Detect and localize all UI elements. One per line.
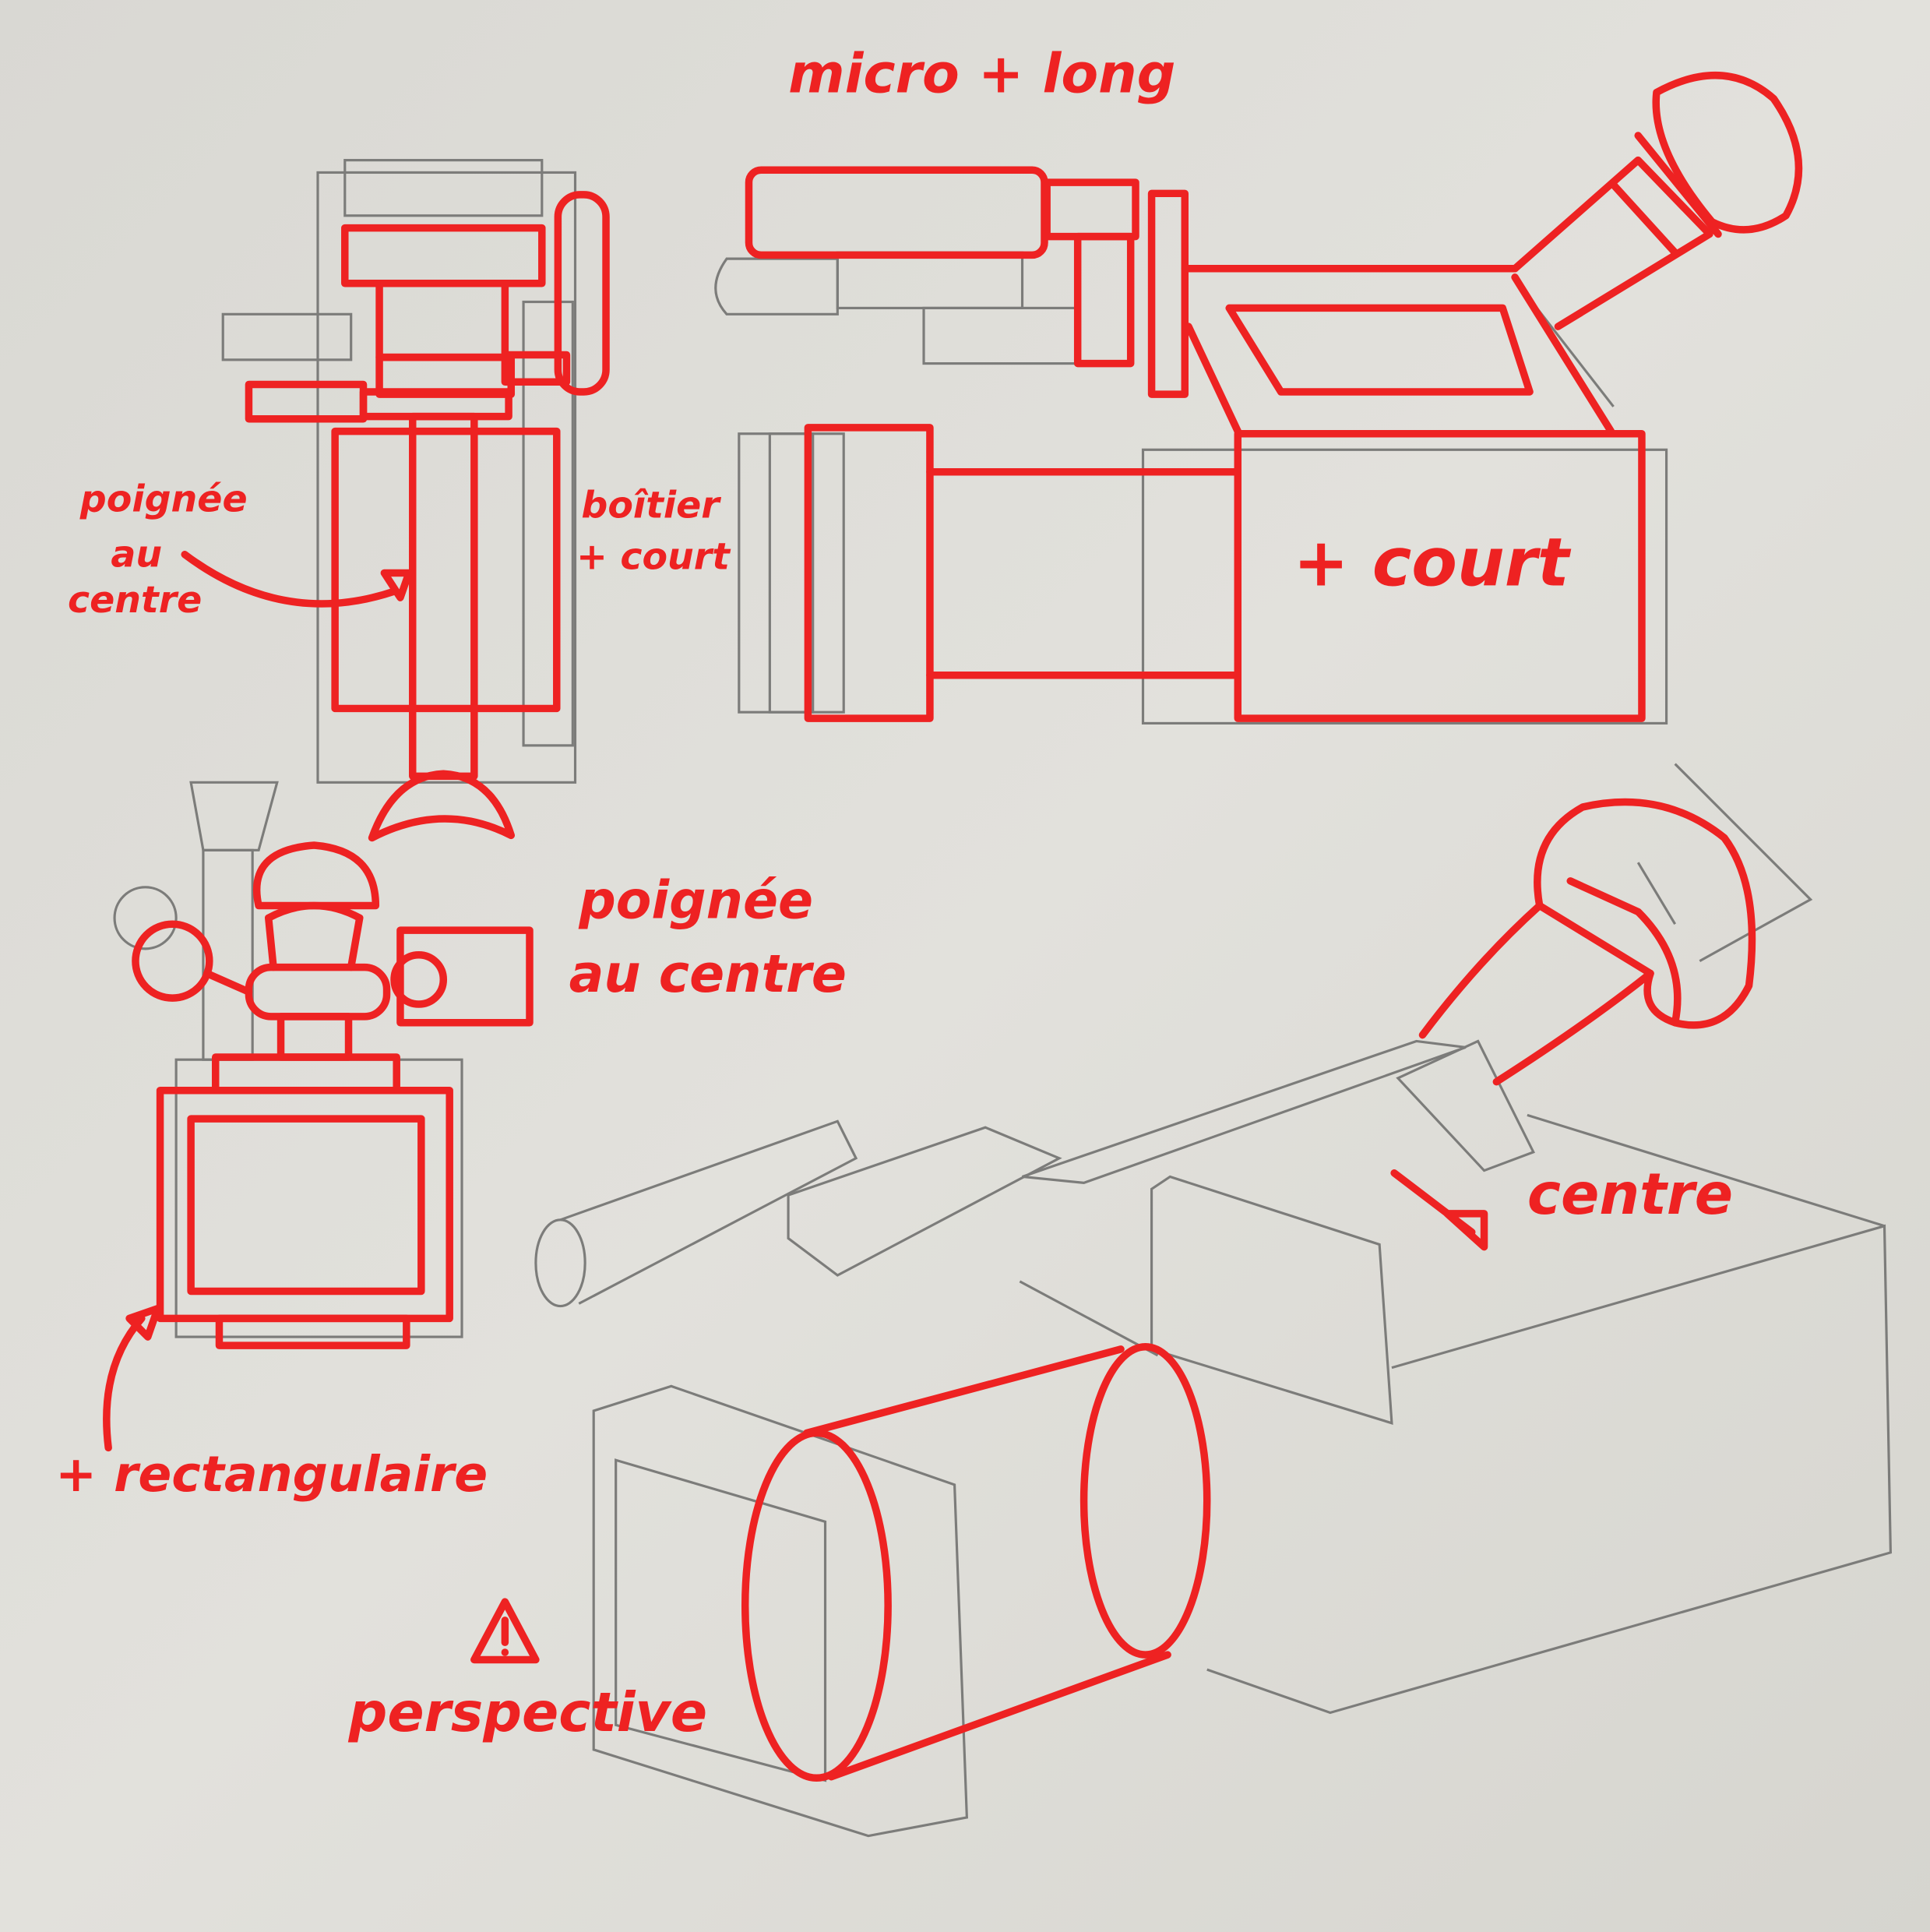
arrow-to-centre: [1390, 1169, 1488, 1251]
label-poignee-mid-1: poignée: [578, 869, 813, 930]
label-micro-long: micro + long: [788, 43, 1175, 106]
label-centre: centre: [1527, 1162, 1733, 1228]
label-poignee-top-1: poignée: [79, 478, 248, 520]
label-poignee-top-3: centre: [68, 579, 202, 622]
front-view-camera-sketch-2: [113, 781, 534, 1349]
label-court: + court: [1293, 524, 1571, 601]
label-rectangulaire: + rectangulaire: [55, 1445, 488, 1503]
perspective-camera-sketch: [534, 763, 1893, 1838]
label-perspective: perspective: [348, 1681, 708, 1744]
side-view-camera-sketch: [714, 72, 1803, 724]
arrow-to-rectangular: [103, 1304, 162, 1452]
arrow-to-handle: [181, 550, 413, 608]
label-boitier-2: + court: [576, 536, 731, 579]
label-poignee-top-2: au: [111, 534, 162, 576]
label-boitier-1: boîtier: [581, 484, 721, 527]
label-poignee-mid-2: au centre: [569, 943, 847, 1004]
warning-triangle-icon: [470, 1598, 540, 1664]
front-view-camera-sketch: [221, 159, 610, 842]
